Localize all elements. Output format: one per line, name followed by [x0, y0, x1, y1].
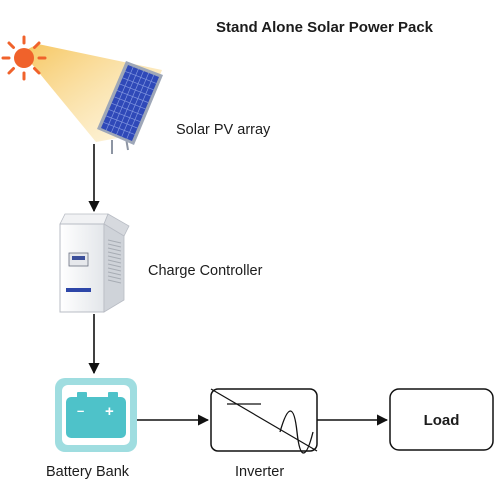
diagram-title: Stand Alone Solar Power Pack — [216, 19, 434, 36]
load-label: Load — [424, 412, 460, 429]
battery-bank-label: Battery Bank — [46, 464, 130, 480]
solar-pv-array-label: Solar PV array — [176, 122, 271, 138]
charge-controller-label: Charge Controller — [148, 263, 263, 279]
charge-controller-icon — [59, 213, 130, 313]
sun-icon — [1, 35, 47, 81]
inverter-icon — [210, 388, 318, 454]
inverter-label: Inverter — [235, 464, 284, 480]
battery-icon: – + — [55, 378, 137, 452]
battery-plus-symbol: + — [105, 403, 114, 420]
load-box: Load — [389, 388, 494, 451]
battery-minus-symbol: – — [77, 403, 84, 418]
solar-panel-icon — [97, 61, 163, 154]
